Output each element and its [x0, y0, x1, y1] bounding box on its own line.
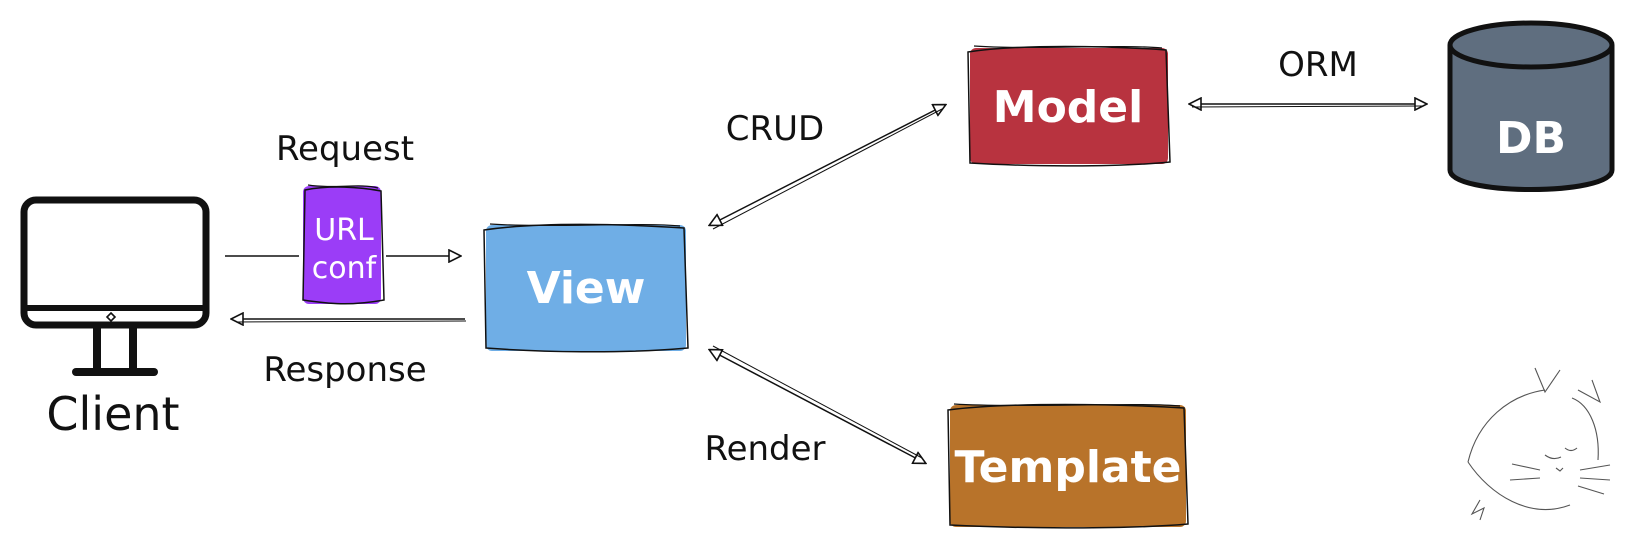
urlconf-line1: URL — [314, 213, 374, 248]
template-label: Template — [954, 442, 1181, 493]
request-label: Request — [276, 129, 414, 169]
render-arrow — [710, 345, 925, 463]
orm-arrow — [1190, 104, 1426, 107]
cat-doodle-icon — [1467, 367, 1611, 521]
model-label: Model — [993, 82, 1143, 133]
database-icon — [1447, 20, 1615, 192]
view-label: View — [527, 263, 646, 314]
crud-label: CRUD — [726, 109, 824, 149]
view-box — [483, 223, 689, 353]
model-box — [967, 45, 1171, 167]
response-label: Response — [263, 350, 426, 390]
crud-arrow — [710, 105, 945, 230]
db-label: DB — [1496, 113, 1566, 164]
monitor-icon — [20, 196, 210, 376]
client-label: Client — [46, 387, 179, 441]
response-arrow — [232, 319, 467, 322]
render-label: Render — [704, 429, 825, 469]
template-box — [947, 403, 1189, 529]
urlconf-box — [302, 184, 385, 305]
urlconf-line2: conf — [312, 251, 378, 286]
orm-label: ORM — [1278, 45, 1358, 85]
